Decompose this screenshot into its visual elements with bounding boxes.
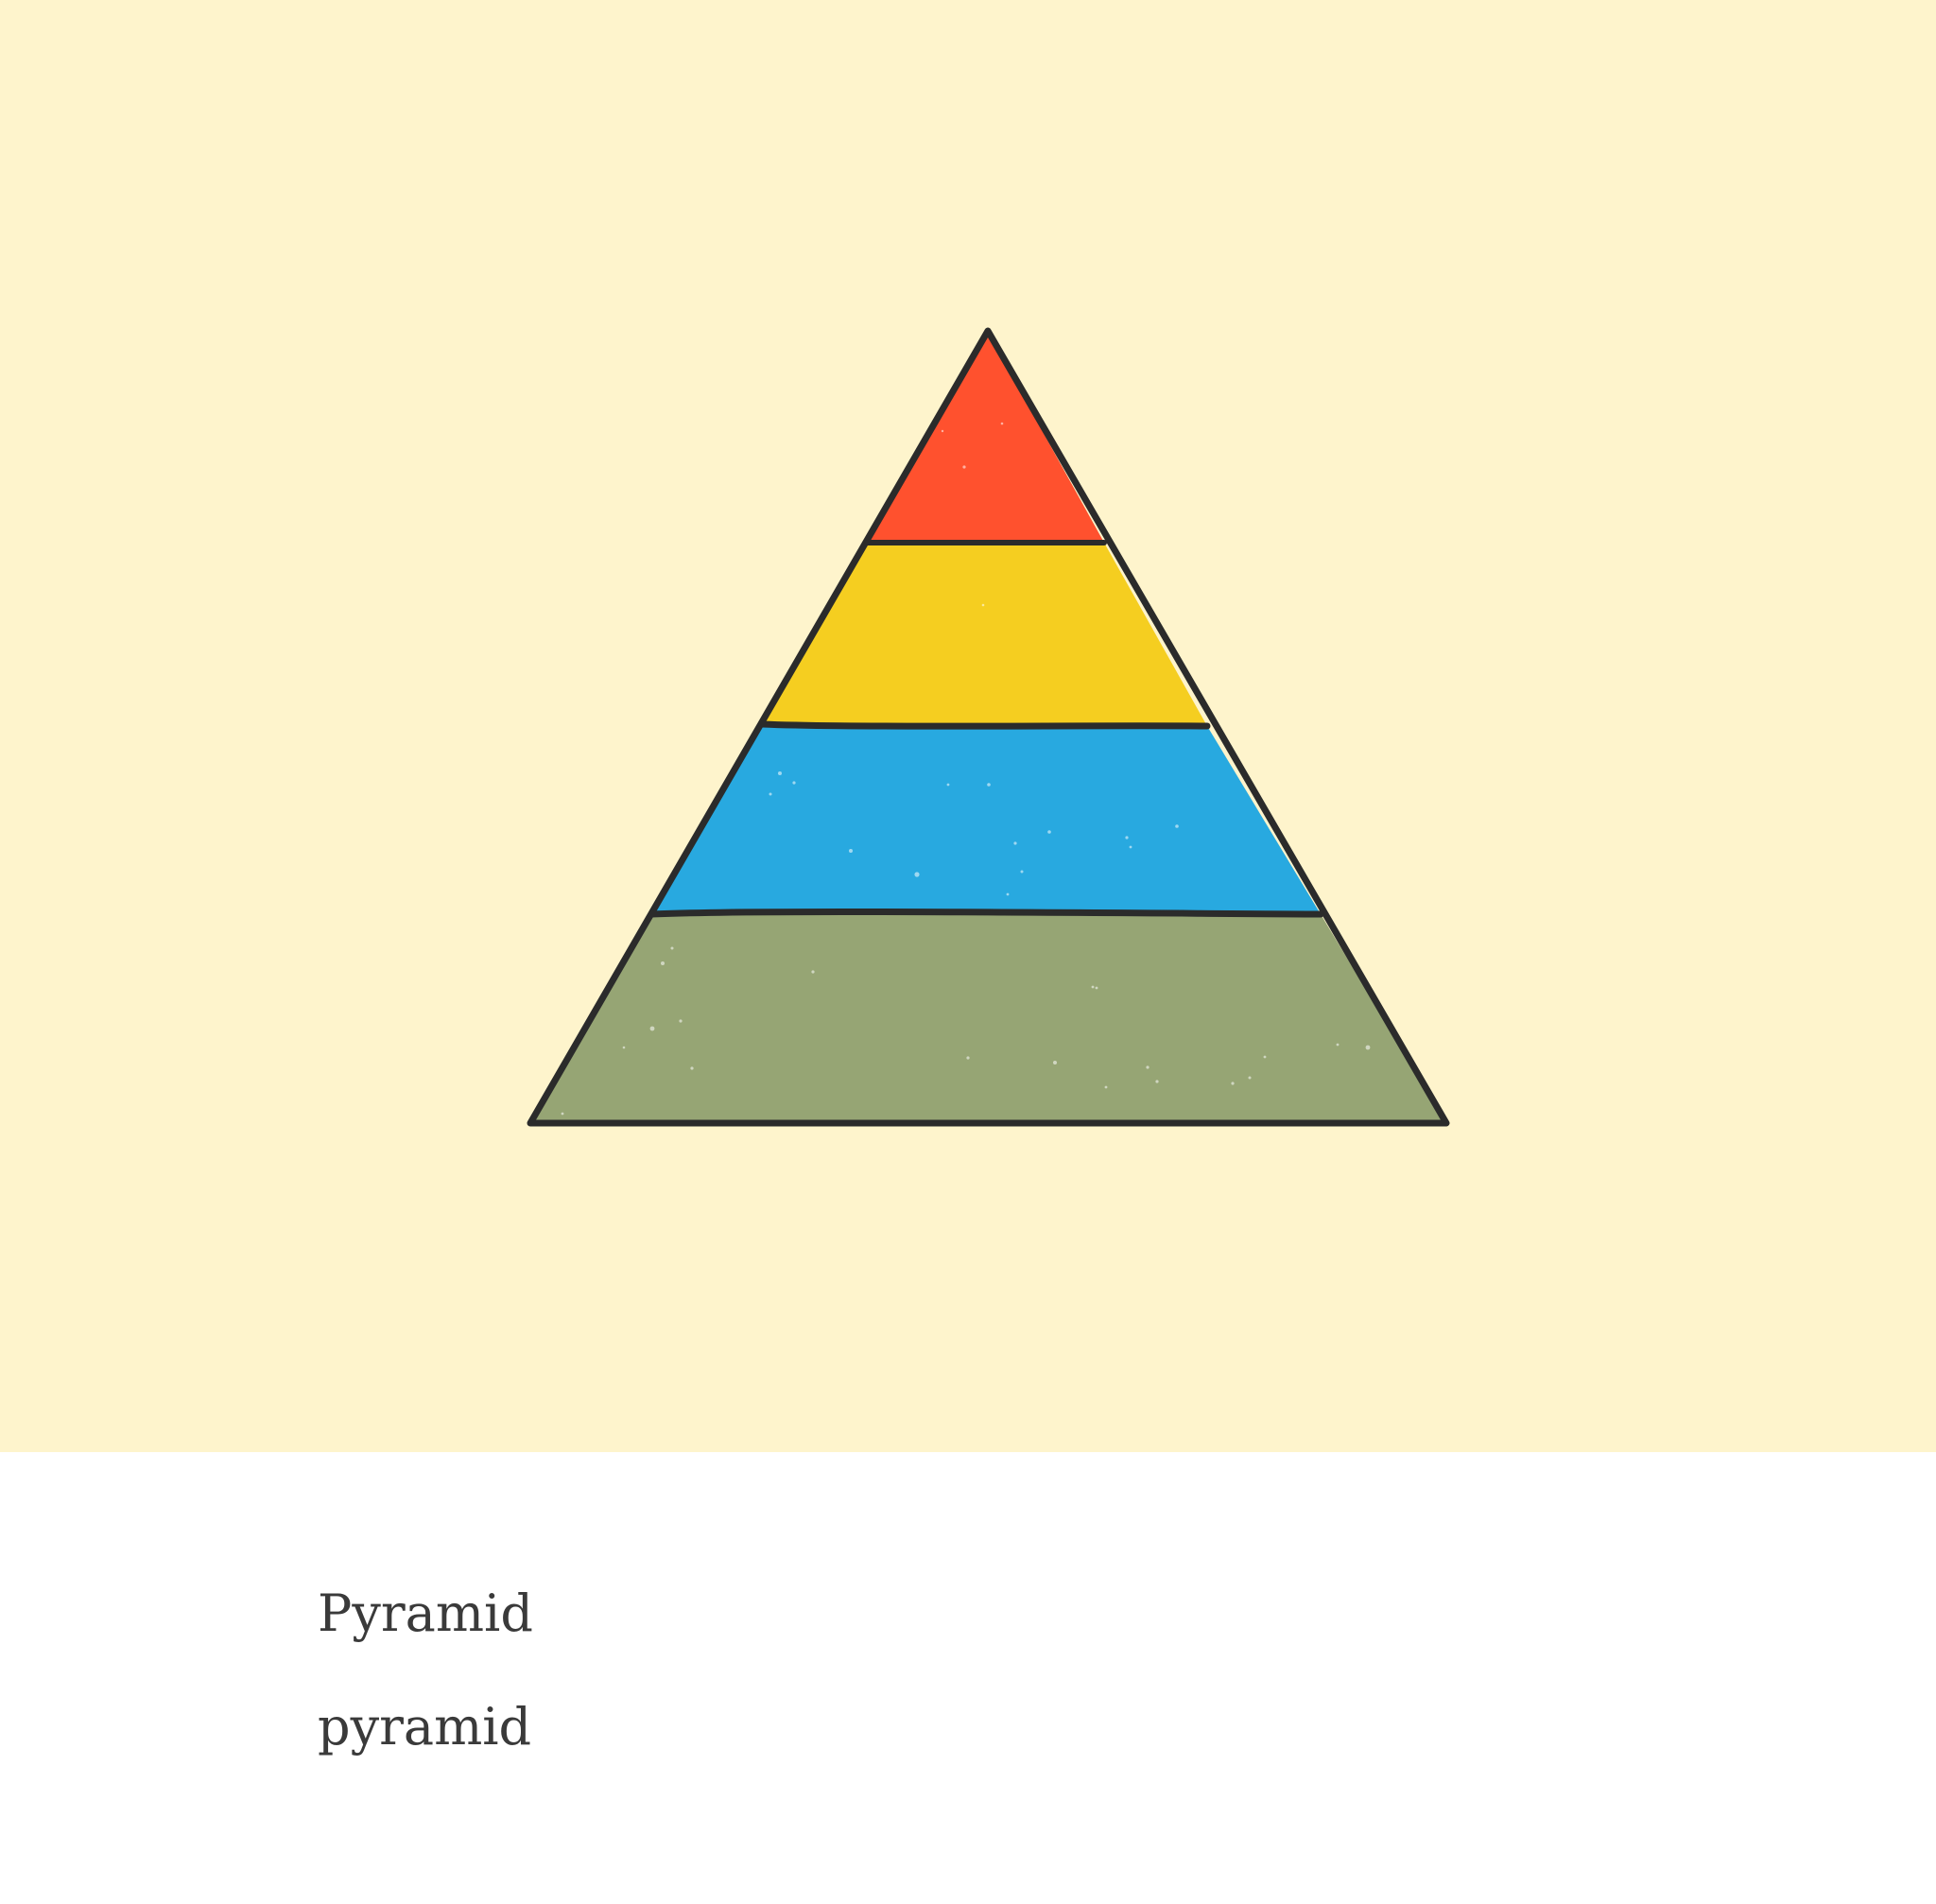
caption: Pyramid pyramid: [318, 1588, 533, 1753]
illustration-panel: [0, 0, 1936, 1452]
pyramid-outline: [527, 327, 1450, 1127]
caption-subtitle: pyramid: [318, 1697, 532, 1757]
pyramid-icon: [527, 327, 1450, 1127]
pyramid-layer-top: [868, 333, 1104, 543]
caption-title: Pyramid: [318, 1584, 533, 1643]
pyramid-layer-second: [762, 543, 1207, 726]
pyramid-layer-bottom: [530, 914, 1446, 1123]
pyramid-layer-third: [651, 724, 1321, 914]
speckle-texture: [561, 422, 1371, 1116]
